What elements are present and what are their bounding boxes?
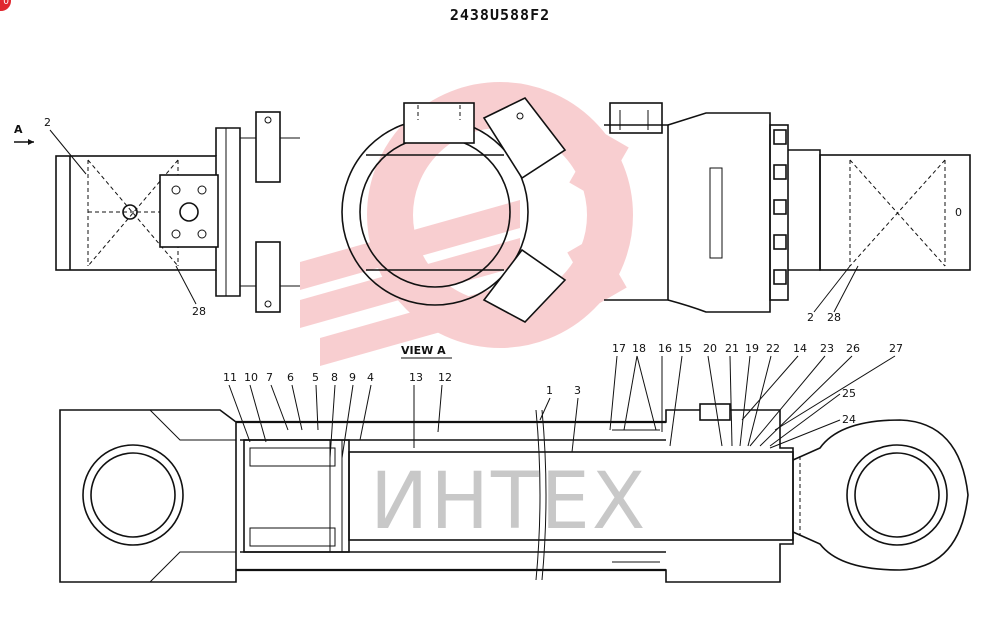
grease-port-icon: [122, 204, 138, 220]
watermark-gear-tooth: [567, 235, 627, 305]
callout-1: 1: [546, 384, 553, 397]
head-eye-outer: [82, 444, 184, 546]
watermark-text: ИНТЕХ: [370, 457, 647, 547]
callout-2-left: 2: [44, 116, 51, 129]
clamp-top: [255, 111, 281, 183]
leader-lines-bottom: [228, 355, 896, 459]
callout-13: 13: [409, 371, 423, 384]
callout-19: 19: [745, 342, 759, 355]
callout-4: 4: [367, 371, 374, 384]
bottom-section-view: VIEW A: [59, 342, 969, 583]
callout-24: 24: [842, 413, 856, 426]
callout-9: 9: [349, 371, 356, 384]
top-middle-view: [341, 96, 567, 323]
rod-eye: [792, 419, 969, 571]
slot: [709, 167, 723, 259]
clamp-bottom: [255, 241, 281, 313]
watermark-stripes: [300, 200, 540, 366]
callout-18: 18: [632, 342, 646, 355]
callout-28-right: 28: [827, 311, 841, 324]
top-right-view: 0 2 28: [604, 102, 971, 324]
callout-22: 22: [766, 342, 780, 355]
gland-plug: [699, 403, 731, 421]
callout-5: 5: [312, 371, 319, 384]
view-a-arrowhead: [28, 139, 34, 145]
callout-10: 10: [244, 371, 258, 384]
break-lines: [535, 409, 547, 581]
watermark-gear-ring: [367, 82, 633, 348]
callout-16: 16: [658, 342, 672, 355]
view-a-arrow-label: A: [14, 123, 23, 136]
callout-21: 21: [725, 342, 739, 355]
callout-28-left: 28: [192, 305, 206, 318]
cylinder-head-block: [59, 409, 237, 583]
top-boss: [403, 102, 475, 144]
drawing-title: 2438U588F2: [449, 6, 551, 24]
callout-20: 20: [703, 342, 717, 355]
rod-eye-outer: [846, 444, 948, 546]
head-eye-inner: [90, 452, 176, 538]
callout-12: 12: [438, 371, 452, 384]
callout-15: 15: [678, 342, 692, 355]
bracket-upper: [482, 96, 567, 180]
rod-eye-inner: [854, 452, 940, 538]
watermark-gear-tooth: [569, 130, 629, 200]
view-a-caption: VIEW A: [401, 344, 446, 357]
callout-14: 14: [793, 342, 807, 355]
callouts-bottom: 11 10 7 6 5 8 9 4 13 12 1 3 17 18 16 15 …: [223, 342, 903, 426]
small-mark: 0: [955, 206, 962, 219]
rod-eye-block: [819, 154, 971, 271]
flange-plate: [159, 174, 219, 248]
callout-2-right: 2: [807, 311, 814, 324]
callout-11: 11: [223, 371, 237, 384]
callout-8: 8: [331, 371, 338, 384]
rod-gland: [600, 409, 794, 583]
callout-23: 23: [820, 342, 834, 355]
callout-17: 17: [612, 342, 626, 355]
callout-6: 6: [287, 371, 294, 384]
callout-27: 27: [889, 342, 903, 355]
callout-7: 7: [266, 371, 273, 384]
piston: [243, 439, 350, 553]
callout-26: 26: [846, 342, 860, 355]
bracket-lower: [482, 248, 567, 323]
corner-badge: 0: [0, 0, 11, 11]
callout-25: 25: [842, 387, 856, 400]
callout-3: 3: [574, 384, 581, 397]
top-right-boss: [609, 102, 663, 134]
top-left-view: A 2 28: [14, 111, 300, 318]
